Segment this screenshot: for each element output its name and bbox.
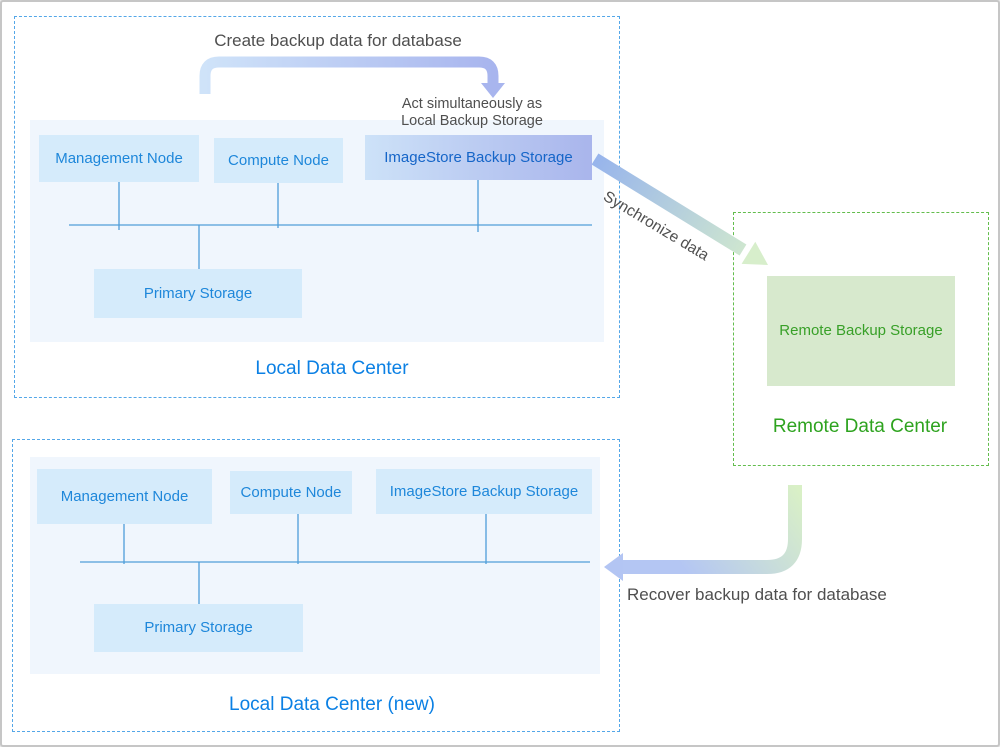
remote-dc-title-text: Remote Data Center [772, 416, 948, 437]
node-remote-backup-label: Remote Backup Storage [779, 322, 943, 340]
node-compute-new: Compute Node [230, 471, 352, 514]
node-imagestore-new-label: ImageStore Backup Storage [389, 482, 579, 500]
node-management-new-label: Management Node [60, 487, 189, 505]
act-note-line1: Act simultaneously as [401, 96, 543, 112]
node-primary-top-label: Primary Storage [143, 284, 253, 302]
local-dc-new-title-text: Local Data Center (new) [229, 694, 435, 715]
remote-dc-boundary [733, 212, 989, 466]
local-dc-new-title: Local Data Center (new) [32, 694, 632, 716]
recover-arrow [604, 485, 802, 581]
local-dc-new-boundary [12, 439, 620, 732]
node-management-top-label: Management Node [55, 149, 183, 167]
node-primary-new-label: Primary Storage [144, 619, 253, 637]
node-remote-backup: Remote Backup Storage [767, 276, 955, 386]
node-primary-top: Primary Storage [94, 269, 302, 318]
local-dc-top-title-text: Local Data Center [255, 358, 409, 379]
node-imagestore-new: ImageStore Backup Storage [376, 469, 592, 514]
local-dc-top-boundary [14, 16, 620, 398]
local-dc-top-title: Local Data Center [32, 358, 632, 380]
node-management-top: Management Node [39, 135, 199, 182]
local-dc-top-bus-lines [69, 180, 592, 269]
node-imagestore-top-label: ImageStore Backup Storage [384, 148, 573, 166]
node-management-new: Management Node [37, 469, 212, 524]
node-compute-top: Compute Node [214, 138, 343, 183]
create-backup-note: Create backup data for database [142, 31, 534, 51]
node-compute-top-label: Compute Node [228, 151, 329, 169]
remote-dc-title: Remote Data Center [733, 416, 987, 438]
create-backup-note-text: Create backup data for database [214, 31, 462, 50]
local-dc-new-bus-lines [80, 514, 590, 604]
recover-note-text: Recover backup data for database [627, 585, 887, 604]
act-note-line2: Local Backup Storage [401, 112, 543, 129]
synchronize-arrow [591, 153, 768, 265]
recover-note: Recover backup data for database [627, 585, 887, 605]
node-primary-new: Primary Storage [94, 604, 303, 652]
create-backup-arrow [199, 56, 505, 98]
node-imagestore-top: ImageStore Backup Storage [365, 135, 592, 180]
act-simultaneously-note: Act simultaneously as Local Backup Stora… [388, 96, 556, 129]
node-compute-new-label: Compute Node [240, 483, 342, 501]
